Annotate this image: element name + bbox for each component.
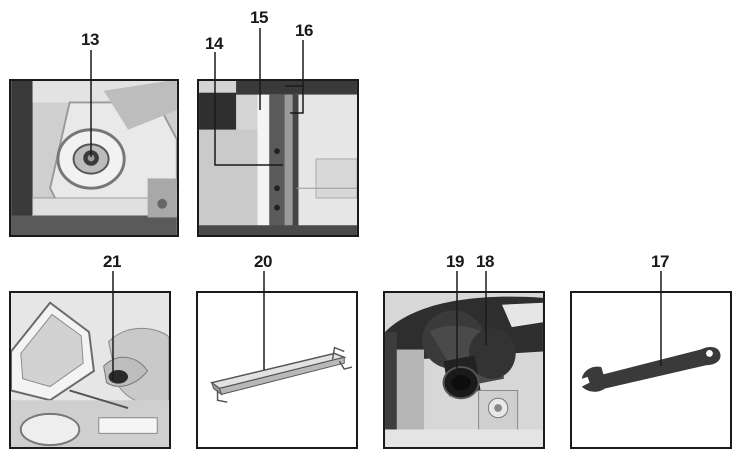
photo-spanner xyxy=(572,293,730,447)
callout-19: 19 xyxy=(446,252,464,271)
callout-16: 16 xyxy=(295,21,313,40)
figure-panel-21 xyxy=(9,291,171,449)
callout-14: 14 xyxy=(205,34,223,53)
photo-pivot-bolt xyxy=(11,81,177,235)
callout-20: 20 xyxy=(254,252,272,271)
photo-parallel-guide xyxy=(198,293,356,447)
photo-guide-rail xyxy=(199,81,357,235)
callout-13: 13 xyxy=(81,30,99,49)
figure-panel-13 xyxy=(9,79,179,237)
figure-panel-17 xyxy=(570,291,732,449)
callout-21: 21 xyxy=(103,252,121,271)
callout-18: 18 xyxy=(476,252,494,271)
figure-panel-20 xyxy=(196,291,358,449)
photo-dust-port xyxy=(385,293,543,447)
callout-17: 17 xyxy=(651,252,669,271)
photo-dust-guard xyxy=(11,293,169,447)
callout-15: 15 xyxy=(250,8,268,27)
figure-panel-14-15-16 xyxy=(197,79,359,237)
figure-panel-18-19 xyxy=(383,291,545,449)
